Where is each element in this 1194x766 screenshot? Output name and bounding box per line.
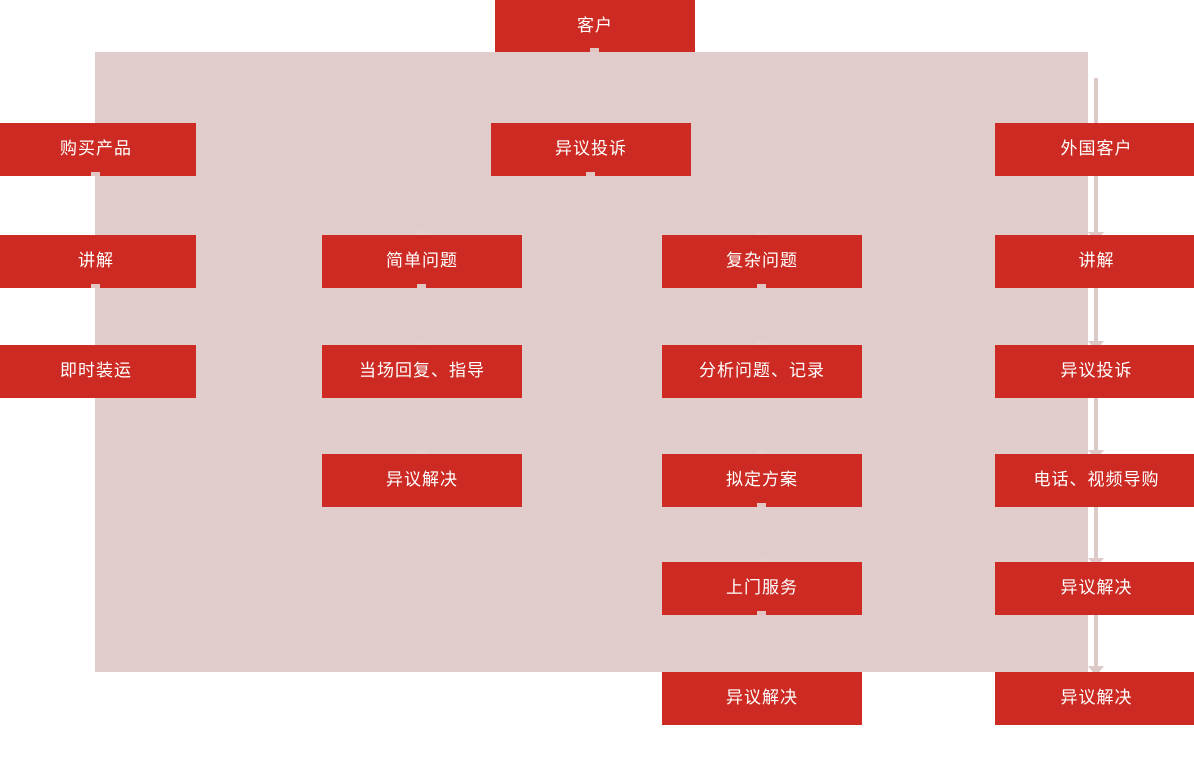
- connector-nub: [757, 558, 766, 562]
- node-label: 复杂问题: [726, 251, 798, 271]
- node-label: 分析问题、记录: [699, 361, 825, 381]
- node-label: 外国客户: [1060, 139, 1133, 159]
- connector-nub: [417, 231, 426, 235]
- node-label: 当场回复、指导: [359, 361, 485, 381]
- node-label: 异议解决: [1060, 578, 1133, 598]
- node-issue-resolved-foreign-2[interactable]: 异议解决: [995, 672, 1194, 725]
- node-simple-issue[interactable]: 简单问题: [322, 235, 522, 288]
- node-label: 电话、视频导购: [1033, 470, 1160, 490]
- flow-arrow-line: [1094, 176, 1098, 242]
- node-label: 即时装运: [60, 361, 132, 381]
- node-analyze-record[interactable]: 分析问题、记录: [662, 345, 862, 398]
- node-onsite-service[interactable]: 上门服务: [662, 562, 862, 615]
- node-explain-foreign[interactable]: 讲解: [995, 235, 1194, 288]
- node-complaint[interactable]: 异议投诉: [491, 123, 691, 176]
- connector-nub: [757, 503, 766, 507]
- node-label: 异议投诉: [555, 139, 627, 159]
- node-label: 讲解: [1078, 251, 1115, 271]
- node-label: 客户: [577, 15, 613, 36]
- node-onsite-reply-guide[interactable]: 当场回复、指导: [322, 345, 522, 398]
- connector-nub: [417, 341, 426, 345]
- connector-nub: [757, 450, 766, 454]
- node-label: 异议投诉: [1060, 361, 1133, 381]
- node-phone-video-guide[interactable]: 电话、视频导购: [995, 454, 1194, 507]
- connector-nub: [417, 450, 426, 454]
- node-issue-resolved-foreign-1[interactable]: 异议解决: [995, 562, 1194, 615]
- node-instant-shipping[interactable]: 即时装运: [0, 345, 196, 398]
- flow-arrow-line: [1094, 78, 1098, 142]
- connector-nub: [757, 231, 766, 235]
- flow-arrow-line: [1094, 507, 1098, 570]
- node-purchase-product[interactable]: 购买产品: [0, 123, 196, 176]
- node-issue-resolved-complex[interactable]: 异议解决: [662, 672, 862, 725]
- node-label: 异议解决: [726, 688, 798, 708]
- node-complaint-foreign[interactable]: 异议投诉: [995, 345, 1194, 398]
- node-label: 讲解: [78, 251, 114, 271]
- node-explain-domestic[interactable]: 讲解: [0, 235, 196, 288]
- flow-arrow-line: [1094, 615, 1098, 678]
- node-foreign-customer[interactable]: 外国客户: [995, 123, 1194, 176]
- node-label: 上门服务: [726, 578, 798, 598]
- connector-nub: [757, 611, 766, 615]
- connector-nub: [417, 284, 426, 288]
- connector-nub: [91, 284, 100, 288]
- node-complex-issue[interactable]: 复杂问题: [662, 235, 862, 288]
- node-label: 异议解决: [386, 470, 458, 490]
- flow-arrow-line: [1094, 398, 1098, 462]
- node-issue-resolved-simple[interactable]: 异议解决: [322, 454, 522, 507]
- connector-nub: [757, 341, 766, 345]
- connector-nub: [757, 284, 766, 288]
- node-label: 拟定方案: [726, 470, 798, 490]
- node-customer[interactable]: 客户: [495, 0, 695, 52]
- connector-nub: [590, 48, 599, 52]
- connector-nub: [586, 172, 595, 176]
- flow-arrow-head: [1088, 666, 1104, 676]
- node-label: 异议解决: [1060, 688, 1133, 708]
- node-label: 购买产品: [60, 139, 132, 159]
- connector-nub: [91, 172, 100, 176]
- flow-arrow-line: [1094, 288, 1098, 352]
- node-label: 简单问题: [386, 251, 458, 271]
- node-draft-plan[interactable]: 拟定方案: [662, 454, 862, 507]
